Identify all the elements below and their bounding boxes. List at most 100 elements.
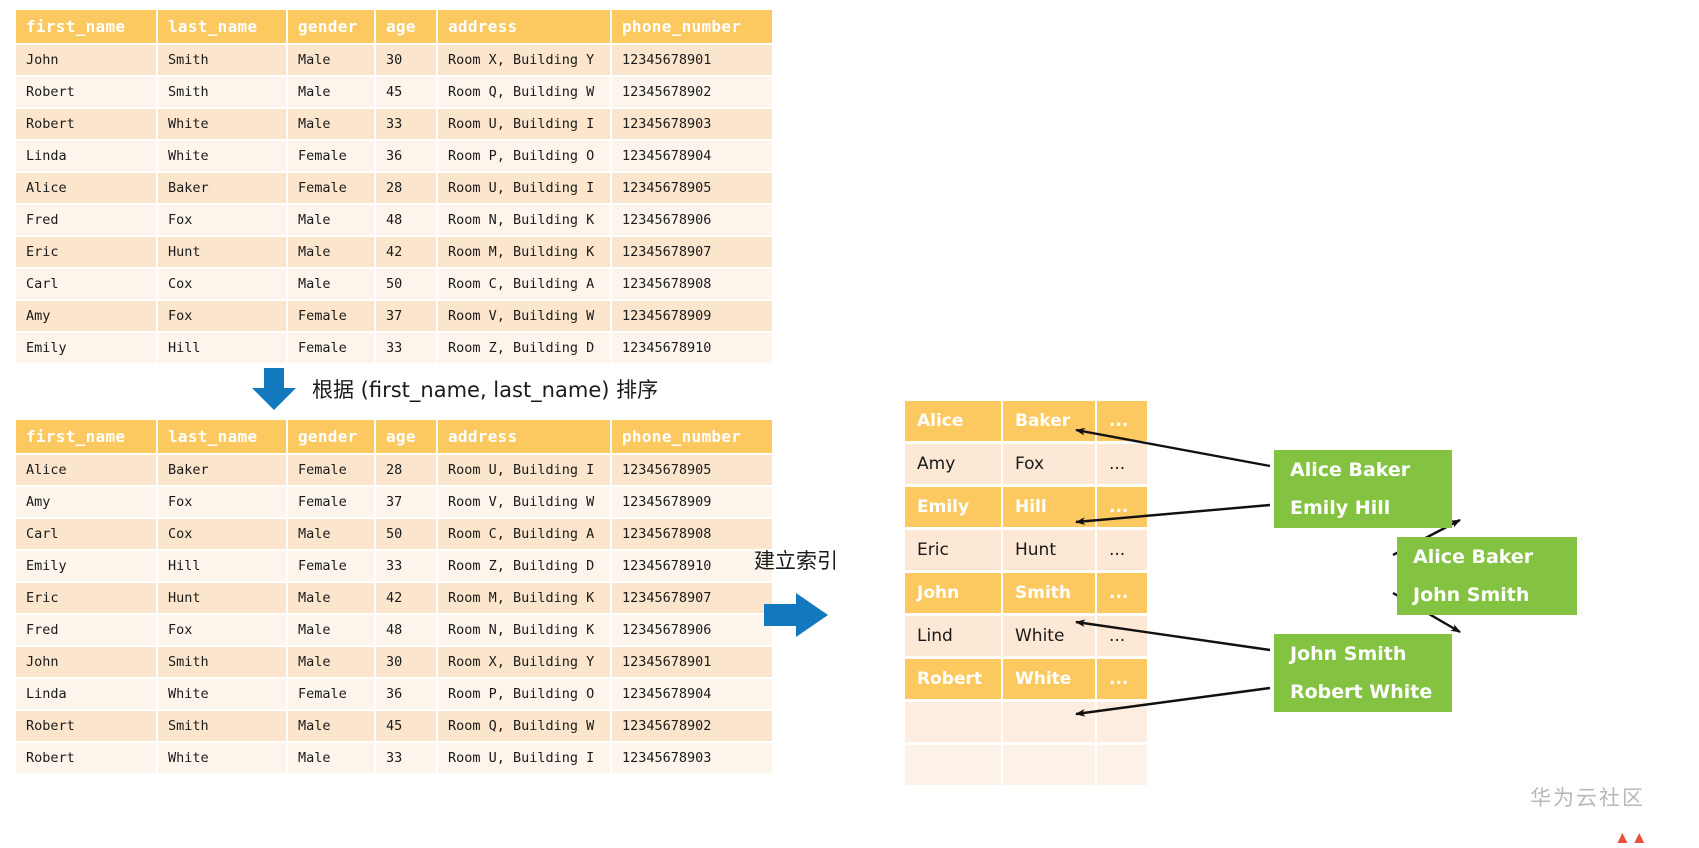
- cell-last_name: Fox: [158, 301, 286, 331]
- cell-age: 48: [376, 205, 436, 235]
- cell-age: 48: [376, 615, 436, 645]
- cell-phone_number: 12345678910: [612, 333, 772, 363]
- cell-age: 28: [376, 455, 436, 485]
- cell-age: 30: [376, 45, 436, 75]
- cell-address: Room P, Building O: [438, 141, 610, 171]
- index-cell-last-name: [1003, 702, 1095, 742]
- cell-phone_number: 12345678907: [612, 237, 772, 267]
- cell-first_name: Linda: [16, 141, 156, 171]
- column-header-first-name: first_name: [16, 10, 156, 43]
- cell-age: 33: [376, 333, 436, 363]
- chip-robert-white-mid[interactable]: Robert White: [1274, 672, 1452, 712]
- cell-last_name: Hunt: [158, 237, 286, 267]
- sort-step-caption: 根据 (first_name, last_name) 排序: [312, 378, 659, 402]
- cell-phone_number: 12345678902: [612, 77, 772, 107]
- index-cell-ellipsis: [1097, 745, 1147, 785]
- chip-emily-hill-mid[interactable]: Emily Hill: [1274, 488, 1452, 528]
- cell-phone_number: 12345678903: [612, 743, 772, 773]
- cell-address: Room Q, Building W: [438, 711, 610, 741]
- index-cell-ellipsis: ...: [1097, 573, 1147, 613]
- cell-gender: Male: [288, 205, 374, 235]
- chip-john-smith-right[interactable]: John Smith: [1397, 575, 1577, 615]
- column-header-age: age: [376, 10, 436, 43]
- cell-first_name: John: [16, 647, 156, 677]
- index-cell-ellipsis: ...: [1097, 616, 1147, 656]
- cell-last_name: Smith: [158, 647, 286, 677]
- cell-address: Room M, Building K: [438, 583, 610, 613]
- arrow-down-icon: [252, 368, 296, 410]
- index-cell-last-name: Hill: [1003, 487, 1095, 527]
- cell-age: 42: [376, 237, 436, 267]
- cell-age: 50: [376, 519, 436, 549]
- cell-phone_number: 12345678907: [612, 583, 772, 613]
- cell-first_name: John: [16, 45, 156, 75]
- watermark-text: 华为云社区: [1530, 786, 1645, 810]
- cell-address: Room V, Building W: [438, 301, 610, 331]
- cell-first_name: Eric: [16, 583, 156, 613]
- cell-address: Room X, Building Y: [438, 647, 610, 677]
- index-cell-last-name: White: [1003, 659, 1095, 699]
- index-cell-ellipsis: ...: [1097, 444, 1147, 484]
- cell-age: 36: [376, 679, 436, 709]
- cell-phone_number: 12345678903: [612, 109, 772, 139]
- cell-phone_number: 12345678906: [612, 615, 772, 645]
- cell-last_name: White: [158, 141, 286, 171]
- cell-last_name: Hill: [158, 551, 286, 581]
- cell-last_name: Fox: [158, 487, 286, 517]
- cell-age: 45: [376, 77, 436, 107]
- watermark-logo-icon: ▲▲: [1614, 828, 1648, 847]
- cell-age: 36: [376, 141, 436, 171]
- cell-gender: Male: [288, 711, 374, 741]
- column-header-phone-number: phone_number: [612, 10, 772, 43]
- cell-last_name: Baker: [158, 173, 286, 203]
- index-cell-first-name: Robert: [905, 659, 1001, 699]
- column-header-phone-number: phone_number: [612, 420, 772, 453]
- chip-alice-baker-right[interactable]: Alice Baker: [1397, 537, 1577, 577]
- cell-age: 33: [376, 743, 436, 773]
- cell-gender: Male: [288, 647, 374, 677]
- cell-phone_number: 12345678909: [612, 301, 772, 331]
- column-header-last-name: last_name: [158, 420, 286, 453]
- chip-john-smith-mid[interactable]: John Smith: [1274, 634, 1452, 674]
- cell-address: Room N, Building K: [438, 205, 610, 235]
- cell-last_name: Fox: [158, 205, 286, 235]
- chip-alice-baker-mid[interactable]: Alice Baker: [1274, 450, 1452, 490]
- cell-last_name: White: [158, 109, 286, 139]
- cell-last_name: Smith: [158, 711, 286, 741]
- cell-phone_number: 12345678904: [612, 679, 772, 709]
- cell-first_name: Alice: [16, 173, 156, 203]
- cell-address: Room Q, Building W: [438, 77, 610, 107]
- cell-last_name: Hill: [158, 333, 286, 363]
- index-row-blank2: [905, 745, 1147, 785]
- cell-first_name: Linda: [16, 679, 156, 709]
- cell-last_name: Baker: [158, 455, 286, 485]
- cell-first_name: Emily: [16, 333, 156, 363]
- cell-phone_number: 12345678908: [612, 519, 772, 549]
- cell-last_name: White: [158, 743, 286, 773]
- cell-gender: Female: [288, 679, 374, 709]
- cell-address: Room N, Building K: [438, 615, 610, 645]
- cell-gender: Male: [288, 109, 374, 139]
- cell-address: Room Z, Building D: [438, 551, 610, 581]
- cell-age: 33: [376, 551, 436, 581]
- index-cell-ellipsis: ...: [1097, 487, 1147, 527]
- cell-last_name: Cox: [158, 519, 286, 549]
- index-step-caption: 建立索引: [754, 549, 838, 573]
- index-cell-first-name: [905, 745, 1001, 785]
